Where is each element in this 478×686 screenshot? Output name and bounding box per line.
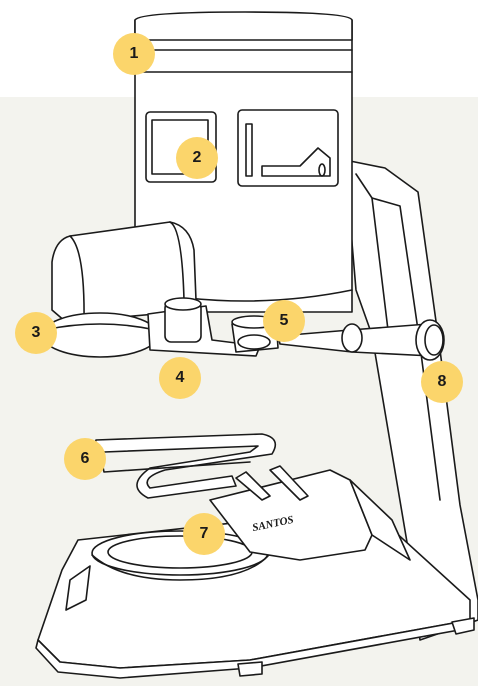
callout-3: 3 — [15, 312, 57, 354]
callout-6: 6 — [64, 438, 106, 480]
lever-collar — [342, 324, 362, 352]
window-right — [238, 110, 338, 186]
callout-7: 7 — [183, 513, 225, 555]
callout-2: 2 — [176, 137, 218, 179]
lid-top — [135, 12, 352, 40]
callout-1: 1 — [113, 33, 155, 75]
adjust-knob-dial — [238, 335, 270, 349]
callout-5: 5 — [263, 300, 305, 342]
doser-base — [42, 313, 158, 357]
bracket-post-top — [165, 298, 201, 310]
callout-4: 4 — [159, 357, 201, 399]
callout-8: 8 — [421, 361, 463, 403]
base-foot-left — [238, 662, 262, 676]
